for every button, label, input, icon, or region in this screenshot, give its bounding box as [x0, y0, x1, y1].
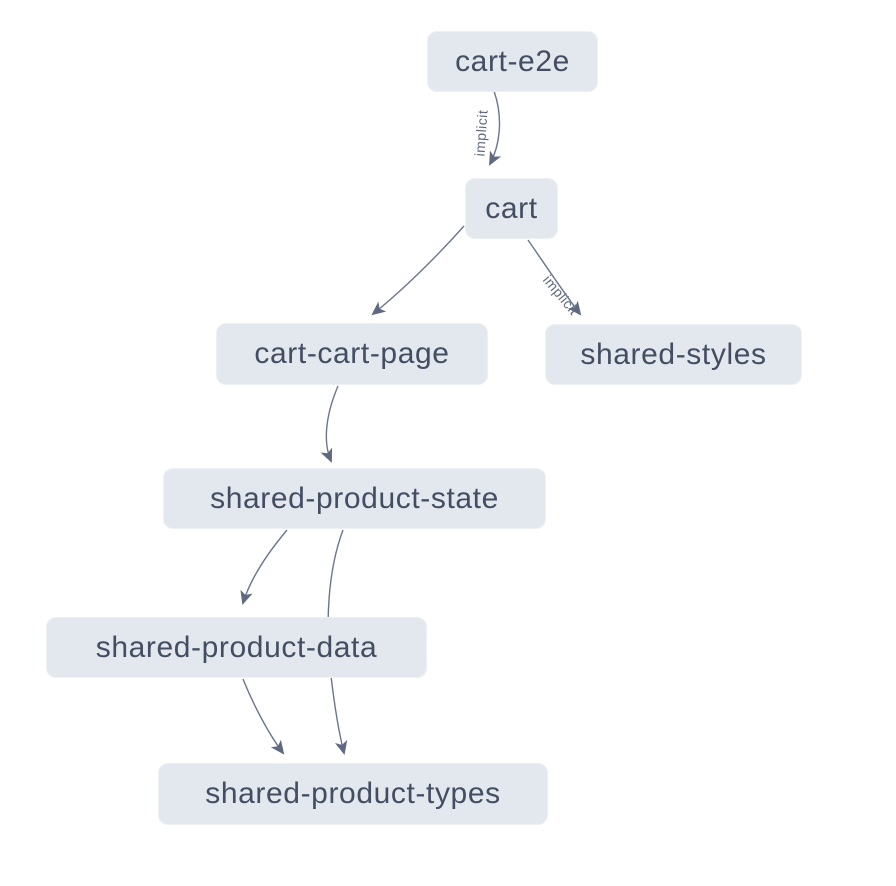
edge-shared-product-data-to-shared-product-types: [242, 678, 285, 755]
graph-node-shared-product-data[interactable]: shared-product-data: [46, 617, 427, 678]
node-label: cart: [485, 191, 538, 225]
graph-node-cart-cart-page[interactable]: cart-cart-page: [216, 323, 488, 385]
edge-cart-e2e-to-cart: [489, 90, 502, 166]
graph-node-shared-styles[interactable]: shared-styles: [545, 324, 802, 385]
graph-node-shared-product-state[interactable]: shared-product-state: [163, 468, 546, 529]
node-label: shared-product-state: [210, 481, 499, 515]
edge-shared-product-state-to-shared-product-data: [240, 529, 288, 606]
edge-cart-to-cart-cart-page: [371, 225, 465, 316]
node-label: shared-styles: [580, 337, 767, 371]
node-label: cart-cart-page: [254, 337, 450, 370]
graph-node-shared-product-types[interactable]: shared-product-types: [158, 763, 548, 825]
node-label: cart-e2e: [455, 44, 570, 78]
graph-node-cart-e2e[interactable]: cart-e2e: [427, 31, 598, 92]
edge-cart-cart-page-to-shared-product-state: [320, 385, 339, 463]
node-label: shared-product-types: [205, 777, 501, 810]
node-label: shared-product-data: [95, 630, 378, 664]
edge-cart-to-shared-styles: [527, 239, 582, 316]
graph-node-cart[interactable]: cart: [465, 178, 558, 239]
